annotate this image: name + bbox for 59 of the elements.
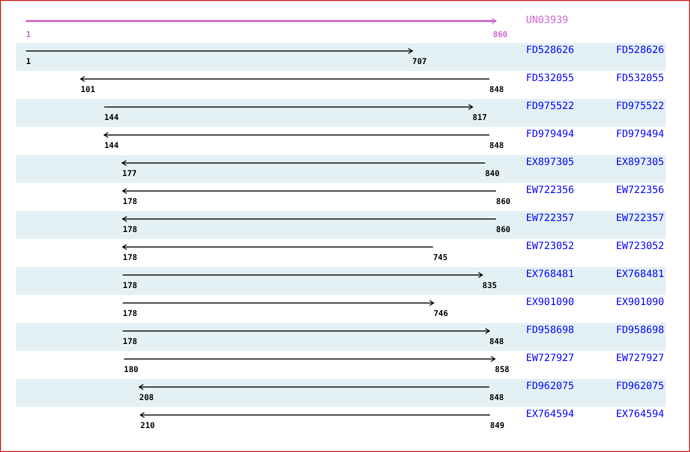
position-number: 835 [482, 281, 497, 291]
position-number: 848 [489, 141, 504, 151]
sequence-id: FD532055 [616, 73, 664, 85]
position-number: 177 [122, 169, 137, 179]
sequence-id: EW727927 [526, 353, 574, 365]
sequence-id: EX897305 [616, 157, 664, 169]
sequence-id: FD958698 [616, 325, 664, 337]
position-number: 860 [496, 225, 510, 235]
sequence-id: FD975522 [616, 101, 664, 113]
position-number: 208 [139, 393, 154, 403]
position-number: 746 [434, 309, 448, 319]
position-number: 860 [496, 197, 510, 207]
position-number: 178 [122, 337, 138, 347]
position-number: 210 [140, 421, 155, 431]
position-number: 817 [472, 113, 487, 123]
position-number: 101 [80, 85, 96, 95]
position-number: 180 [124, 365, 138, 375]
position-number: 848 [489, 337, 504, 347]
position-number: 1 [26, 57, 31, 67]
position-number: 1 [26, 30, 31, 40]
sequence-id: EX901090 [616, 297, 664, 309]
sequence-id: FD979494 [616, 129, 664, 141]
sequence-id: EW727927 [616, 353, 664, 365]
sequence-id: EW722356 [526, 185, 574, 197]
sequence-id: FD962075 [616, 381, 664, 393]
sequence-id: EW723052 [526, 241, 574, 253]
sequence-id: EX764594 [616, 409, 664, 421]
sequence-id: FD532055 [526, 73, 574, 85]
sequence-id: EW722357 [616, 213, 664, 225]
position-number: 144 [104, 113, 119, 123]
position-number: 707 [412, 57, 427, 67]
position-number: 858 [494, 365, 510, 375]
position-number: 848 [489, 393, 504, 403]
sequence-id: FD528626 [616, 45, 664, 57]
sequence-id: EX901090 [526, 297, 574, 309]
position-number: 144 [104, 141, 119, 151]
position-number: 178 [122, 225, 138, 235]
position-number: 178 [122, 253, 138, 263]
sequence-id: EW723052 [616, 241, 664, 253]
position-number: 178 [122, 281, 138, 291]
sequence-id: FD979494 [526, 129, 574, 141]
sequence-id: UN03939 [526, 15, 568, 27]
sequence-id: FD962075 [526, 381, 574, 393]
sequence-id: EX768481 [616, 269, 664, 281]
sequence-id: FD958698 [526, 325, 574, 337]
sequence-id: EW722356 [616, 185, 664, 197]
position-number: 848 [489, 85, 504, 95]
position-number: 178 [122, 309, 138, 319]
sequence-id: EW722357 [526, 213, 574, 225]
sequence-id: FD528626 [526, 45, 574, 57]
position-number: 849 [490, 421, 504, 431]
sequence-id: EX897305 [526, 157, 574, 169]
sequence-id: EX768481 [526, 269, 574, 281]
sequence-id: EX764594 [526, 409, 574, 421]
position-number: 745 [433, 253, 448, 263]
position-number: 178 [122, 197, 138, 207]
sequence-id: FD975522 [526, 101, 574, 113]
position-number: 840 [485, 169, 500, 179]
position-number: 860 [493, 30, 508, 40]
